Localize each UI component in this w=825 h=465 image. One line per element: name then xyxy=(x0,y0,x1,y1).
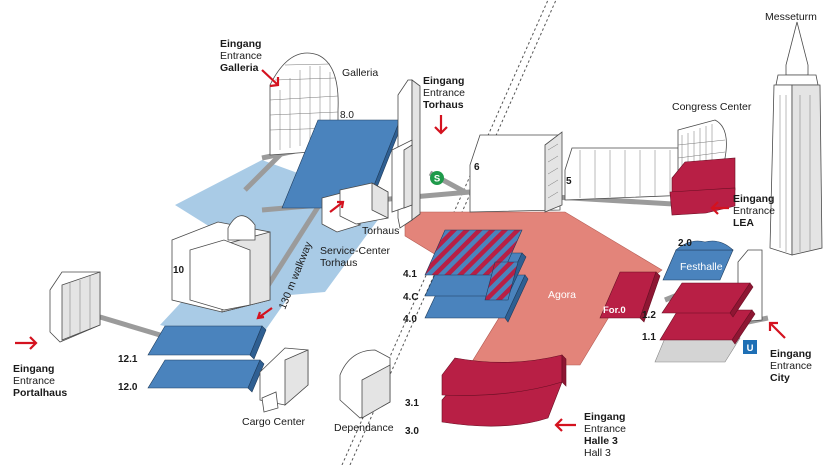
hall-1 xyxy=(654,249,763,363)
svg-text:Torhaus: Torhaus xyxy=(423,99,464,111)
label-torhaus: Torhaus xyxy=(362,225,399,237)
hall-label-4-c: 4.C xyxy=(403,292,419,303)
arrow-portalhaus-icon xyxy=(15,336,38,350)
service-center-building xyxy=(321,182,389,233)
svg-text:Eingang: Eingang xyxy=(220,38,261,50)
label-congress-center: Congress Center xyxy=(672,101,752,113)
arrow-torhaus-icon xyxy=(434,115,448,135)
hall-label-4-1: 4.1 xyxy=(403,269,417,280)
hall-3 xyxy=(441,354,567,427)
hall-label-4-0: 4.0 xyxy=(403,314,417,325)
svg-text:S: S xyxy=(434,174,440,185)
svg-text:Entrance: Entrance xyxy=(220,50,262,62)
entrance-torhaus: Eingang Entrance Torhaus xyxy=(423,75,465,111)
label-agora: Agora xyxy=(548,289,576,301)
hall-label-1-1: 1.1 xyxy=(642,332,656,343)
arrow-lea-icon xyxy=(710,201,729,215)
hall-label-10: 10 xyxy=(173,265,185,276)
entrance-lea: Eingang Entrance LEA xyxy=(733,193,775,229)
label-festhalle: Festhalle xyxy=(680,261,723,273)
label-dependance: Dependance xyxy=(334,422,394,434)
portalhaus-building xyxy=(49,271,101,343)
hall-4 xyxy=(424,229,529,323)
arrow-halle3-icon xyxy=(554,418,576,432)
svg-text:Entrance: Entrance xyxy=(584,423,626,435)
svg-text:Galleria: Galleria xyxy=(220,62,259,74)
ubahn-icon: U xyxy=(743,340,757,354)
entrance-portalhaus: Eingang Entrance Portalhaus xyxy=(13,363,67,399)
svg-text:Entrance: Entrance xyxy=(770,360,812,372)
label-forum: For.0 xyxy=(603,305,626,316)
svg-text:Eingang: Eingang xyxy=(13,363,54,375)
arrow-galleria-icon xyxy=(261,69,280,88)
svg-text:Eingang: Eingang xyxy=(584,411,625,423)
svg-text:Entrance: Entrance xyxy=(733,205,775,217)
forum-building xyxy=(599,271,661,323)
hall-6 xyxy=(469,131,563,213)
hall-label-8: 8.0 xyxy=(340,110,354,121)
hall-label-6: 6 xyxy=(474,162,480,173)
svg-text:LEA: LEA xyxy=(733,217,754,229)
hall-label-5: 5 xyxy=(566,176,572,187)
hall-label-3-1: 3.1 xyxy=(405,398,419,409)
svg-text:Entrance: Entrance xyxy=(13,375,55,387)
entrance-galleria: Eingang Entrance Galleria xyxy=(220,38,262,74)
svg-text:U: U xyxy=(747,343,754,354)
label-cargo-center: Cargo Center xyxy=(242,416,306,428)
svg-text:Portalhaus: Portalhaus xyxy=(13,387,67,399)
label-service-center: Service-Center xyxy=(320,245,391,257)
arrow-city-icon xyxy=(768,321,786,339)
hall-label-1-2: 1.2 xyxy=(642,310,656,321)
svg-text:Hall 3: Hall 3 xyxy=(584,447,611,459)
entrance-city: Eingang Entrance City xyxy=(770,348,812,384)
arrow-walkway-icon xyxy=(256,200,345,320)
hall-label-2-0: 2.0 xyxy=(678,238,692,249)
svg-text:Entrance: Entrance xyxy=(423,87,465,99)
svg-text:Eingang: Eingang xyxy=(770,348,811,360)
hall-label-12-1: 12.1 xyxy=(118,354,138,365)
svg-text:Halle 3: Halle 3 xyxy=(584,435,618,447)
cargo-center-building xyxy=(259,347,309,413)
label-service-center-torhaus: Torhaus xyxy=(320,257,357,269)
svg-text:City: City xyxy=(770,372,790,384)
messeturm-building xyxy=(769,21,823,256)
hall-label-3-0: 3.0 xyxy=(405,426,419,437)
lea-building xyxy=(669,157,736,216)
entrance-halle3: Eingang Entrance Halle 3 Hall 3 xyxy=(584,411,626,459)
torhaus-building xyxy=(391,79,421,229)
dependance-building xyxy=(339,349,391,419)
svg-text:Eingang: Eingang xyxy=(423,75,464,87)
festhalle-building xyxy=(662,240,734,281)
sbahn-icon: S xyxy=(430,171,444,185)
label-messeturm: Messeturm xyxy=(765,11,817,23)
hall-label-12-0: 12.0 xyxy=(118,382,138,393)
label-galleria: Galleria xyxy=(342,67,378,79)
hall-10 xyxy=(171,215,271,313)
svg-text:Eingang: Eingang xyxy=(733,193,774,205)
hall-12 xyxy=(147,325,267,393)
